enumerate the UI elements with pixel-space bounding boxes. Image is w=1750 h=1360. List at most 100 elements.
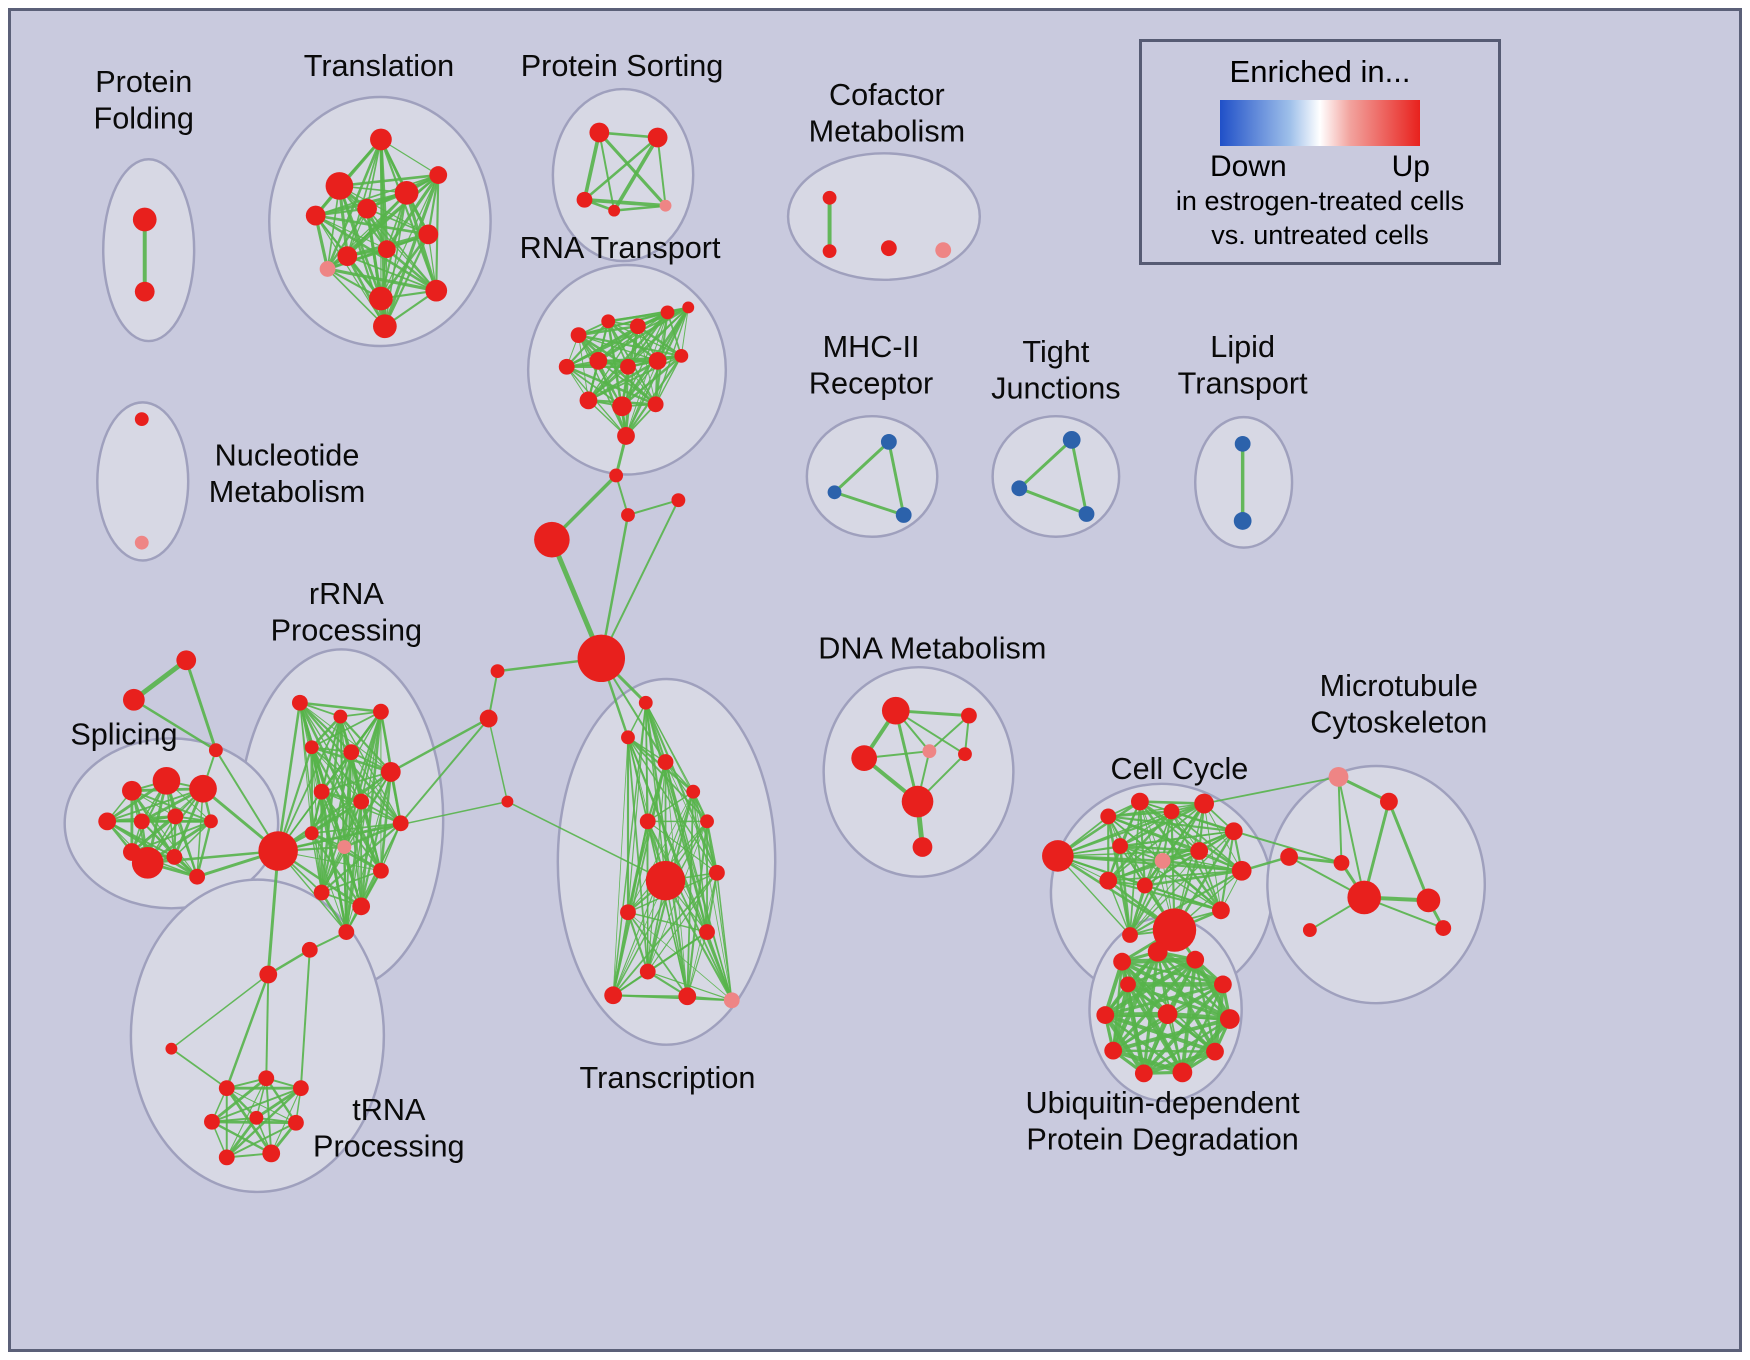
gene-set-node-dna-metabolism <box>851 745 878 771</box>
gene-set-node-connector <box>122 688 145 711</box>
edge <box>1070 439 1088 515</box>
gene-set-node-transcription <box>604 986 623 1005</box>
edge <box>644 702 689 997</box>
edge <box>597 360 628 437</box>
gene-set-node-mhc-ii-receptor <box>895 507 912 523</box>
edge <box>225 1087 273 1155</box>
edge <box>647 971 732 1001</box>
edge <box>1107 880 1131 936</box>
gene-set-node-splicing <box>204 814 218 829</box>
edge <box>380 174 439 299</box>
edge <box>656 137 667 206</box>
edge <box>339 173 439 188</box>
edge <box>195 821 213 877</box>
edge <box>315 215 386 327</box>
edge <box>359 711 383 907</box>
gene-set-node-cell-cycle <box>1042 840 1074 872</box>
edge <box>627 911 708 933</box>
gene-set-node-protein-folding <box>132 207 157 232</box>
edge <box>1057 800 1141 858</box>
gene-set-node-trna-processing <box>288 1114 304 1131</box>
edge <box>345 801 363 933</box>
edge <box>598 131 667 207</box>
gene-set-node-ubiquitin-degradation <box>1186 950 1205 969</box>
gene-set-node-rna-transport <box>579 391 598 410</box>
edge <box>627 911 733 1001</box>
edge <box>277 800 508 852</box>
gene-set-node-dna-metabolism <box>901 785 934 818</box>
gene-set-node-rrna-processing <box>373 703 389 720</box>
gene-set-node-dna-metabolism <box>912 837 933 857</box>
gene-set-node-cofactor-metabolism <box>822 190 837 205</box>
gene-set-node-translation <box>394 180 419 205</box>
gene-set-node-microtubule-cytoskeleton <box>1302 923 1317 937</box>
gene-set-node-rrna-processing <box>258 831 298 871</box>
edge <box>664 761 709 933</box>
gene-set-node-trna-processing <box>258 1070 275 1087</box>
edge <box>1129 803 1206 936</box>
edge <box>664 880 733 1001</box>
edge <box>587 306 689 402</box>
gene-set-node-translation <box>337 246 358 266</box>
edge <box>130 815 177 854</box>
edge <box>345 822 402 933</box>
edge <box>1166 1012 1216 1053</box>
gene-set-node-ubiquitin-degradation <box>1206 1042 1224 1061</box>
edge <box>1129 860 1164 936</box>
edge <box>132 658 188 702</box>
edge <box>427 174 440 235</box>
gene-set-node-connector <box>609 468 624 483</box>
legend-down-label: Down <box>1210 150 1287 183</box>
edge <box>1120 844 1200 853</box>
edge <box>385 174 440 251</box>
edge <box>614 204 666 212</box>
gene-set-node-splicing <box>122 780 142 801</box>
gene-set-node-tight-junctions <box>1062 431 1081 449</box>
edge <box>625 360 659 437</box>
edge <box>507 800 666 882</box>
edge <box>1018 486 1088 516</box>
edge <box>1129 850 1200 936</box>
gene-set-node-connector <box>621 508 635 522</box>
gene-set-node-protein-folding <box>134 281 155 302</box>
edge <box>131 820 212 853</box>
edge <box>1119 845 1222 911</box>
cluster-ellipse-tight-junctions <box>991 414 1121 538</box>
edge <box>928 714 970 752</box>
gene-set-node-nucleotide-metabolism <box>134 535 149 550</box>
gene-set-node-transcription <box>709 864 725 881</box>
gene-set-node-ubiquitin-degradation <box>1134 1064 1153 1083</box>
edge <box>1112 1017 1231 1053</box>
gene-set-node-transcription <box>645 860 686 901</box>
gene-set-node-dna-metabolism <box>922 744 937 759</box>
edge <box>627 791 694 913</box>
edge <box>1119 845 1242 872</box>
edge <box>1120 830 1234 847</box>
edge <box>1337 776 1366 898</box>
gene-set-node-trna-processing <box>165 1042 178 1055</box>
gene-set-node-dna-metabolism <box>881 696 910 725</box>
edge <box>350 751 402 824</box>
gene-set-node-ubiquitin-degradation <box>1147 941 1168 962</box>
legend-subtitle-line2: vs. untreated cells <box>1211 220 1429 250</box>
gene-set-node-cell-cycle <box>1100 808 1117 825</box>
gene-set-node-microtubule-cytoskeleton <box>1380 792 1398 811</box>
edge <box>1129 869 1243 936</box>
edge <box>612 912 629 996</box>
edge <box>170 973 269 1050</box>
gene-set-node-trna-processing <box>249 1110 264 1125</box>
edge <box>1120 960 1169 1016</box>
edge <box>360 771 392 907</box>
gene-set-node-cell-cycle <box>1194 793 1214 814</box>
gene-set-node-cell-cycle <box>1154 852 1171 869</box>
gene-set-node-translation <box>325 172 354 200</box>
edge <box>347 255 437 292</box>
gene-set-node-cell-cycle <box>1122 927 1138 943</box>
gene-set-node-splicing <box>152 767 181 795</box>
edge <box>1144 884 1222 911</box>
edge <box>647 820 718 874</box>
edge <box>345 711 382 933</box>
edge <box>379 771 393 871</box>
edge <box>165 780 199 878</box>
